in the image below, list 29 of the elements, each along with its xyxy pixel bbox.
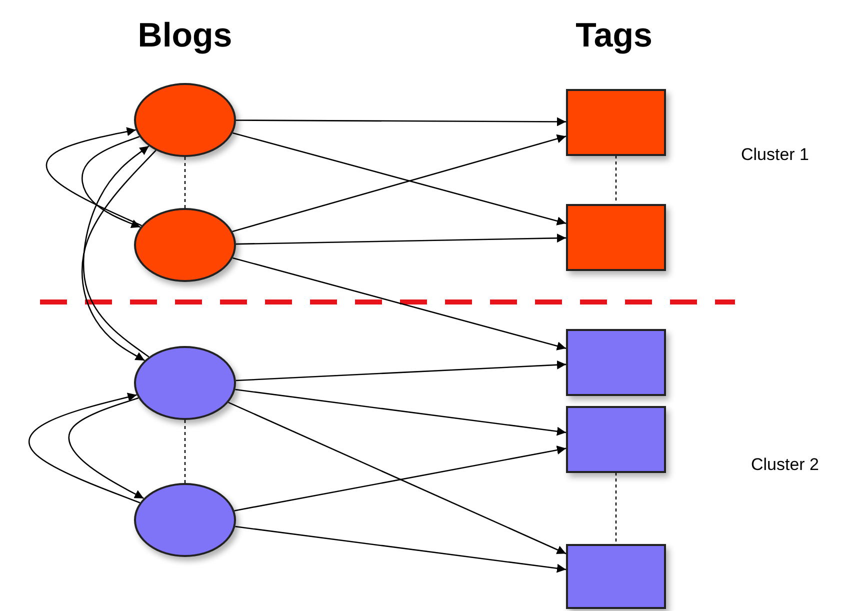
arrow (235, 388, 566, 436)
dotted-line (615, 472, 617, 544)
column-heading: Tags (576, 16, 652, 56)
arrow (228, 402, 566, 554)
arrow (236, 360, 566, 382)
tag-square (566, 406, 666, 472)
dotted-line (184, 420, 186, 483)
column-heading: Blogs (138, 16, 232, 56)
arrow (68, 397, 144, 499)
dotted-line (184, 157, 186, 208)
cluster-label: Cluster 2 (750, 455, 820, 475)
arrow (232, 257, 566, 350)
dotted-line (615, 156, 617, 204)
arrow (234, 446, 566, 512)
tag-square (566, 88, 666, 156)
arrow (46, 127, 142, 226)
blog-ellipse (134, 208, 236, 282)
arrow (82, 136, 141, 228)
tag-square (566, 204, 666, 270)
arrow (236, 117, 566, 126)
blog-ellipse (134, 346, 236, 420)
arrow (28, 392, 140, 504)
arrow (235, 526, 566, 573)
arrow (236, 234, 566, 245)
tag-square (566, 544, 666, 608)
tag-square (566, 328, 666, 396)
blog-ellipse (134, 483, 236, 557)
cluster-label: Cluster 1 (740, 145, 810, 165)
blog-ellipse (134, 83, 236, 157)
